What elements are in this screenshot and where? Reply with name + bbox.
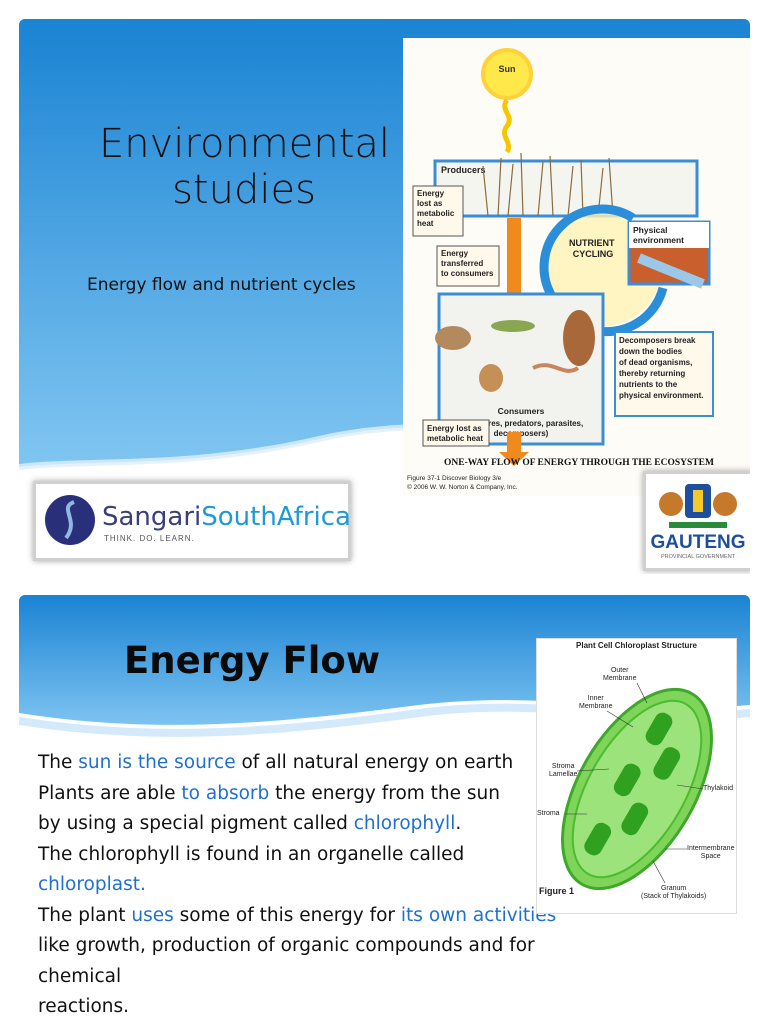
energy-lost-bottom-box: [422, 419, 490, 447]
consumers-label: Consumers: [498, 406, 545, 416]
grasshopper-icon: [491, 320, 535, 332]
body-text: The sun is the source of all natural ene…: [38, 748, 558, 1023]
highlighted-text: chloroplast.: [38, 874, 146, 895]
granum-label: Granum(Stack of Thylakoids): [641, 885, 707, 900]
worm-icon: [532, 363, 580, 373]
body-text-segment: Plants are able: [38, 782, 182, 804]
bird-icon: [435, 326, 471, 350]
body-line: chloroplast.: [38, 870, 558, 901]
owl-icon: [563, 310, 595, 366]
svg-text:Energy lost as metabol: Energy lost as metabolic heat: [427, 424, 484, 443]
chloroplast-diagram: Plant Cell Chloroplast Structure: [536, 638, 737, 914]
diagram-title: Plant Cell Chloroplast Structure: [576, 641, 697, 650]
body-text-segment: chemical: [38, 965, 122, 987]
granum-stack: [645, 712, 673, 746]
svg-text:Decomposers break down: Decomposers break down the bodies of dea…: [619, 336, 703, 400]
sangari-s-icon: [45, 495, 95, 545]
energy-flow-slide: Energy Flow The sun is the source of all…: [19, 595, 750, 1024]
figure-caption: ONE-WAY FLOW OF ENERGY THROUGH THE ECOSY…: [444, 458, 714, 468]
body-text-segment: The chlorophyll is found in an organelle…: [38, 843, 465, 865]
svg-text:(herbivores, predators, parasi: (herbivores, predators, parasites, decom…: [457, 419, 586, 438]
figure-credit-1: Figure 37-1 Discover Biology 3/e: [407, 475, 502, 482]
beetle-icon: [479, 364, 503, 392]
energy-lost-top-box: [412, 185, 464, 237]
sangari-tagline: THINK. DO. LEARN.: [104, 534, 195, 543]
highlighted-text: its own activities: [400, 904, 557, 926]
thylakoid-label: Thylakoid: [703, 785, 733, 792]
body-line: by using a special pigment called chloro…: [38, 809, 558, 840]
body-line: Plants are able to absorb the energy fro…: [38, 779, 558, 810]
gauteng-name: GAUTENG: [650, 532, 746, 553]
ecosystem-figure: Sun Producers NUTRIENT CYCLING: [403, 38, 750, 496]
slide-title: Energy Flow: [124, 639, 381, 682]
producers-box: [433, 159, 699, 218]
grass-icon: [482, 152, 614, 217]
producers-label: Producers: [441, 165, 486, 175]
body-text-segment: .: [455, 813, 462, 834]
body-line: chemical: [38, 962, 558, 993]
figure-number: Figure 1: [539, 886, 575, 896]
svg-text:Energy transferred: Energy transferred to consumers: [441, 249, 494, 278]
title-slide: Environmental studies Energy flow and nu…: [19, 19, 750, 574]
cycle-arrow-top: [539, 204, 636, 301]
energy-arrow: [507, 218, 521, 298]
sunlight-ray: [501, 98, 512, 154]
body-text-segment: reactions.: [38, 996, 130, 1017]
body-text-segment: The: [38, 752, 79, 773]
gauteng-sub: PROVINCIAL GOVERNMENT: [660, 554, 736, 560]
energy-transferred-box: [436, 245, 500, 287]
body-line: reactions.: [38, 992, 558, 1023]
body-text-segment: some of this energy for: [173, 904, 401, 926]
svg-text:Energy lost as: Energy lost as metabolic heat: [417, 189, 457, 228]
body-text-segment: the energy from the sun: [269, 782, 500, 804]
sun-icon: [481, 48, 533, 100]
coat-of-arms-icon: [659, 484, 737, 528]
stroma-label: Stroma: [537, 810, 560, 817]
body-line: The chlorophyll is found in an organelle…: [38, 840, 558, 871]
highlighted-text: to absorb: [181, 782, 270, 804]
chloroplast-illustration: [561, 682, 713, 891]
physical-environment-label: Physical environment: [633, 225, 684, 245]
highlighted-text: sun is the source: [78, 752, 236, 773]
body-line: The plant uses some of this energy for i…: [38, 901, 558, 932]
sun-label: Sun: [499, 64, 516, 74]
body-line: The sun is the source of all natural ene…: [38, 748, 558, 779]
body-line: like growth, production of organic compo…: [38, 931, 558, 962]
decomposers-box: [614, 331, 714, 417]
body-text-segment: The plant: [38, 904, 132, 926]
gauteng-logo: GAUTENG PROVINCIAL GOVERNMENT: [643, 471, 750, 571]
figure-credit-2: © 2006 W. W. Norton & Company, Inc.: [407, 483, 518, 491]
slide-title: Environmental studies: [99, 121, 391, 213]
nutrient-cycling-label: NUTRIENT CYCLING: [569, 238, 617, 259]
sangari-logo: SangariSouthAfrica THINK. DO. LEARN.: [33, 481, 351, 561]
highlighted-text: chlorophyll: [353, 813, 456, 834]
ecosystem-diagram: Sun Producers NUTRIENT CYCLING: [407, 48, 714, 491]
slide-subtitle: Energy flow and nutrient cycles: [87, 275, 356, 295]
sangari-name: SangariSouthAfrica: [102, 502, 351, 532]
body-text-segment: by using a special pigment called: [38, 813, 354, 834]
body-text-segment: of all natural energy on earth: [235, 752, 514, 773]
highlighted-text: uses: [131, 904, 174, 926]
body-text-segment: like growth, production of organic compo…: [38, 935, 535, 956]
